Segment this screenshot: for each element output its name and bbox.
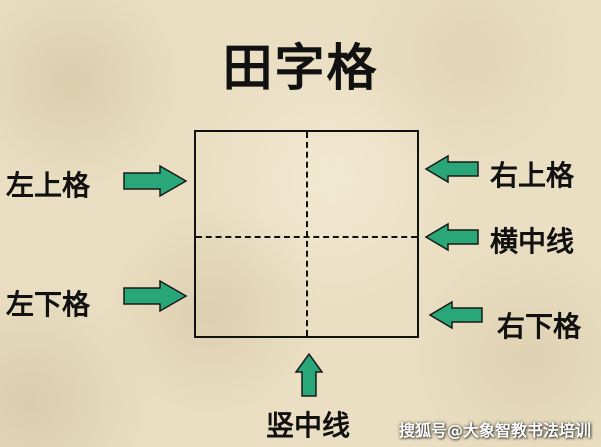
arrow-right-icon (123, 164, 188, 198)
arrow-right-icon (123, 279, 188, 313)
horizontal-center-line (196, 236, 417, 238)
arrow-up-icon (294, 352, 324, 397)
diagram-title: 田字格 (222, 39, 379, 97)
label-top-right: 右上格 (490, 159, 575, 192)
label-top-left: 左上格 (6, 169, 91, 202)
label-vertical-center-line: 竖中线 (266, 409, 351, 442)
watermark: 搜狐号@大象智教书法培训 (398, 421, 591, 440)
arrow-left-icon (428, 300, 483, 330)
arrow-left-icon (424, 154, 479, 184)
label-horizontal-center-line: 横中线 (490, 225, 575, 258)
vertical-center-line (306, 132, 308, 336)
label-bottom-right: 右下格 (497, 310, 582, 343)
arrow-left-icon (424, 222, 479, 252)
tianzige-grid (194, 130, 419, 338)
label-bottom-left: 左下格 (6, 288, 91, 321)
